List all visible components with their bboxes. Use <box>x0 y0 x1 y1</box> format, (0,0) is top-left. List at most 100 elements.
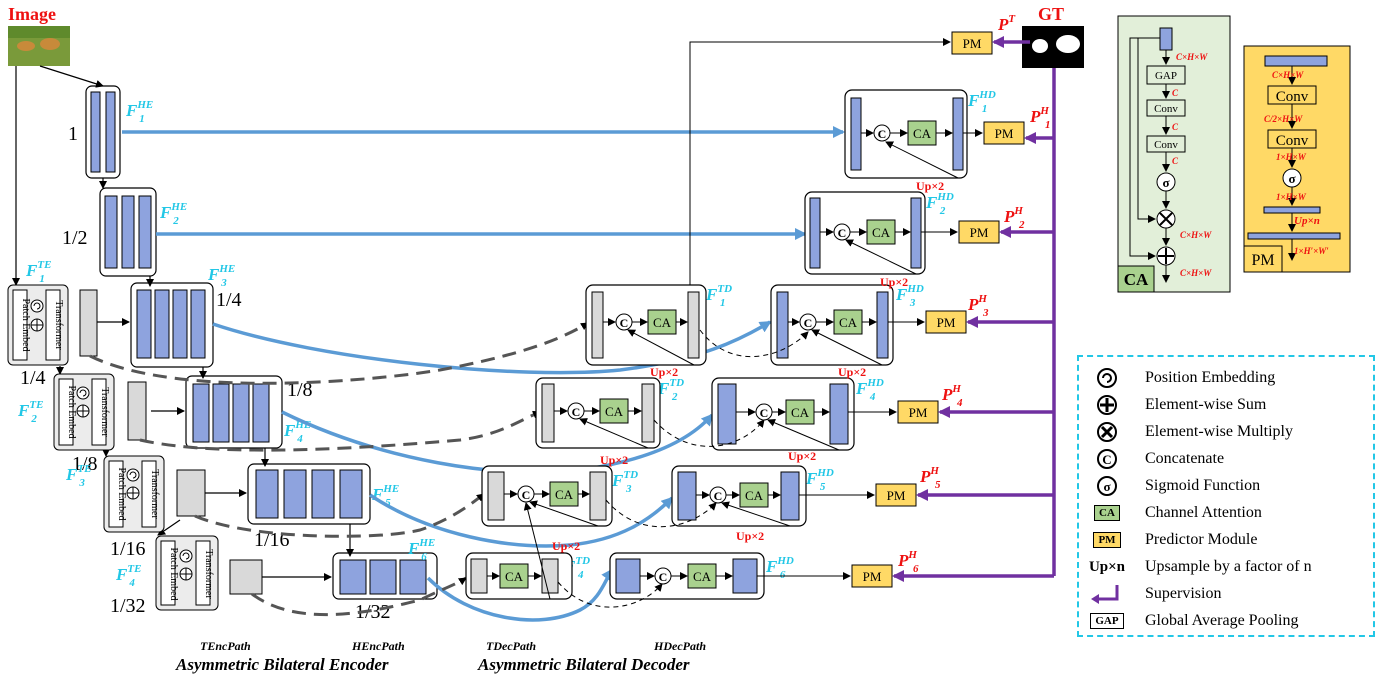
legend-item: C Concatenate <box>1087 446 1224 472</box>
svg-text:PM: PM <box>995 126 1014 141</box>
svg-text:CA: CA <box>913 126 932 141</box>
scale-1-8-tenc: 1/8 <box>72 453 98 475</box>
legend-item: σ Sigmoid Function <box>1087 473 1260 499</box>
legend-item: Up×n Upsample by a factor of n <box>1088 558 1312 575</box>
svg-text:C×H×W: C×H×W <box>1180 230 1212 240</box>
svg-text:C: C <box>1172 156 1179 166</box>
hdec-stage-4: C CA <box>711 377 855 451</box>
legend-item: Element-wise Sum <box>1087 392 1266 418</box>
svg-text:CA: CA <box>505 569 524 584</box>
sigmoid-icon: σ <box>1087 475 1127 497</box>
scale-1-16-tenc: 1/16 <box>110 538 146 560</box>
tenc-feature-3 <box>176 469 206 517</box>
svg-text:PM: PM <box>863 569 882 584</box>
legend-item: Supervision <box>1087 581 1221 607</box>
svg-text:Conv: Conv <box>1154 103 1178 115</box>
pm-modules: PM PM PM PM PM PM PM <box>851 31 1025 588</box>
svg-text:PM: PM <box>1251 252 1274 269</box>
scale-1: 1 <box>68 123 78 145</box>
scale-1-4-henc: 1/4 <box>216 289 242 311</box>
up2-label-7: Up×2 <box>600 453 628 467</box>
legend: Position Embedding Element-wise Sum Elem… <box>1077 355 1375 637</box>
svg-text:PM: PM <box>970 225 989 240</box>
supervision-arrow-icon <box>1087 583 1127 605</box>
pm-icon: PM <box>1087 532 1127 548</box>
svg-text:Patch Embed: Patch Embed <box>168 547 179 600</box>
svg-text:Transformer: Transformer <box>149 469 160 519</box>
svg-text:Conv: Conv <box>1154 139 1178 151</box>
svg-text:C: C <box>572 405 581 419</box>
up2-label-1: Up×2 <box>916 179 944 193</box>
tdec-stage-1: C CA <box>585 284 707 366</box>
svg-text:1×H′×W′: 1×H′×W′ <box>1294 246 1329 256</box>
svg-text:C: C <box>878 127 887 141</box>
legend-item: Element-wise Multiply <box>1087 419 1293 445</box>
svg-text:C: C <box>1172 88 1179 98</box>
henc-stage-3 <box>130 282 214 368</box>
legend-item: PM Predictor Module <box>1087 527 1257 553</box>
up2-label-3: Up×2 <box>838 365 866 379</box>
tenc-feature-1 <box>79 289 98 357</box>
scale-1-2: 1/2 <box>62 227 88 249</box>
tenc-stage-2: Patch Embed Transformer <box>53 373 115 451</box>
svg-text:PM: PM <box>887 488 906 503</box>
scale-1-32-henc: 1/32 <box>355 601 391 623</box>
svg-text:Patch Embed: Patch Embed <box>66 385 77 438</box>
tenc-stage-3: Patch Embed Transformer <box>103 455 165 533</box>
tenc-stage-1: Patch Embed Transformer <box>7 284 69 366</box>
svg-text:C: C <box>1172 122 1179 132</box>
tenc-stage-4: Patch Embed Transformer <box>155 535 219 611</box>
supervision-paths <box>892 36 1056 582</box>
image-label: Image <box>8 4 56 24</box>
label-pt: PT <box>997 13 1016 34</box>
henc-stage-1 <box>85 85 121 179</box>
svg-text:Transformer: Transformer <box>53 300 64 350</box>
svg-text:σ: σ <box>1103 479 1110 494</box>
decoder-title: Asymmetric Bilateral Decoder <box>477 655 690 674</box>
tdec-stage-4: CA <box>465 552 573 600</box>
legend-item: CA Channel Attention <box>1087 500 1262 526</box>
up2-label-5: Up×2 <box>736 529 764 543</box>
svg-text:CA: CA <box>693 569 712 584</box>
henc-stage-5 <box>247 463 371 525</box>
svg-text:PM: PM <box>937 315 956 330</box>
legend-item: Position Embedding <box>1087 365 1275 391</box>
svg-text:CA: CA <box>555 487 574 502</box>
hdec-stage-3: C CA <box>770 284 894 366</box>
svg-text:C/2×H×W: C/2×H×W <box>1264 114 1303 124</box>
up2-label-4: Up×2 <box>788 449 816 463</box>
svg-text:C×H×W: C×H×W <box>1272 70 1304 80</box>
svg-text:C: C <box>760 406 769 420</box>
position-embedding-icon <box>1087 367 1127 389</box>
hdec-stage-5: C CA <box>671 465 807 527</box>
henc-stage-2 <box>99 187 157 277</box>
svg-text:Transformer: Transformer <box>99 387 110 437</box>
svg-text:Conv: Conv <box>1276 133 1309 149</box>
gap-icon: GAP <box>1087 613 1127 629</box>
henc-stage-6 <box>332 552 438 600</box>
ground-truth-mask <box>1022 26 1084 68</box>
svg-text:Patch Embed: Patch Embed <box>116 467 127 520</box>
henc-path-label: HEncPath <box>351 639 405 653</box>
svg-text:C: C <box>838 226 847 240</box>
scale-1-8-henc: 1/8 <box>287 379 313 401</box>
svg-text:σ: σ <box>1288 171 1295 186</box>
tenc-path-label: TEncPath <box>200 639 251 653</box>
svg-text:CA: CA <box>872 225 891 240</box>
svg-text:σ: σ <box>1162 175 1169 190</box>
svg-text:Conv: Conv <box>1276 89 1309 105</box>
